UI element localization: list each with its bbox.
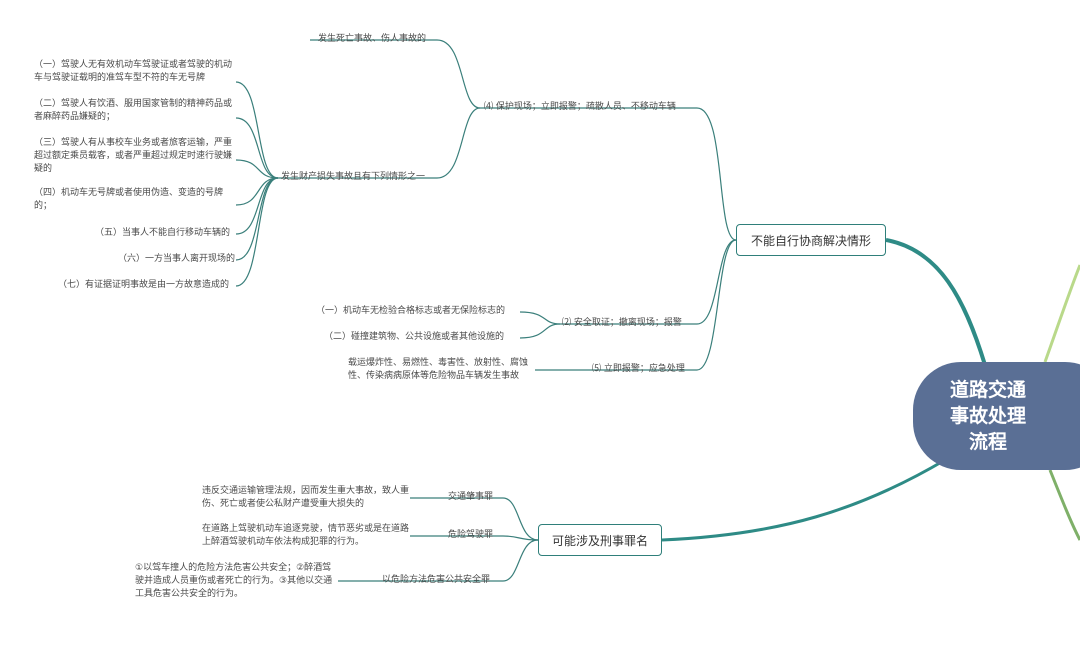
evidence-case-2[interactable]: （二）碰撞建筑物、公共设施或者其他设施的 — [324, 332, 505, 342]
node-property-loss[interactable]: 发生财产损失事故且有下列情形之一 — [281, 172, 426, 182]
condition-4[interactable]: （四）机动车无号牌或者使用伪造、变造的号牌的； — [34, 188, 224, 211]
emergency-case[interactable]: 载运爆炸性、易燃性、毒害性、放射性、腐蚀性、传染病病原体等危险物品车辆发生事故 — [348, 358, 529, 381]
root-title: 道路交通 事故处理 流程 — [949, 379, 1026, 453]
branch-criminal-charges-label: 可能涉及刑事罪名 — [551, 533, 648, 548]
condition-5[interactable]: （五）当事人不能自行移动车辆的 — [95, 228, 231, 238]
root-topic[interactable]: 道路交通 事故处理 流程 — [913, 362, 1080, 470]
charge-public-safety[interactable]: 以危险方法危害公共安全罪 — [382, 575, 491, 585]
node-protect-scene[interactable]: ⑷ 保护现场；立即报警；疏散人员、不移动车辆 — [484, 102, 676, 112]
charge-dangerous-driving-desc[interactable]: 在道路上驾驶机动车追逐竞驶，情节恶劣或是在道路上醉酒驾驶机动车依法构成犯罪的行为… — [202, 524, 410, 547]
condition-7[interactable]: （七）有证据证明事故是由一方故意造成的 — [58, 280, 230, 290]
charge-traffic-accident-desc[interactable]: 违反交通运输管理法规，因而发生重大事故，致人重伤、死亡或者使公私财产遭受重大损失… — [202, 486, 410, 509]
node-safe-evidence[interactable]: ⑵ 安全取证；撤离现场；报警 — [562, 318, 682, 328]
condition-2[interactable]: （二）驾驶人有饮酒、服用国家管制的精神药品或者麻醉药品嫌疑的； — [34, 99, 233, 122]
evidence-case-1[interactable]: （一）机动车无检验合格标志或者无保险标志的 — [316, 306, 506, 316]
condition-6[interactable]: （六）一方当事人离开现场的 — [118, 254, 236, 264]
charge-traffic-accident[interactable]: 交通肇事罪 — [448, 492, 494, 502]
branch-cannot-negotiate[interactable]: 不能自行协商解决情形 — [736, 224, 886, 256]
condition-1[interactable]: （一）驾驶人无有效机动车驾驶证或者驾驶的机动车与驾驶证载明的准驾车型不符的车无号… — [34, 60, 233, 83]
node-death-injury[interactable]: 发生死亡事故、伤人事故的 — [318, 34, 427, 44]
branch-cannot-negotiate-label: 不能自行协商解决情形 — [750, 233, 871, 248]
branch-criminal-charges[interactable]: 可能涉及刑事罪名 — [538, 524, 662, 556]
charge-public-safety-desc[interactable]: ①以驾车撞人的危险方法危害公共安全；②醉酒驾驶并造成人员重伤或者死亡的行为。③其… — [135, 563, 333, 599]
charge-dangerous-driving[interactable]: 危险驾驶罪 — [448, 530, 494, 540]
condition-3[interactable]: （三）驾驶人有从事校车业务或者旅客运输，严重超过额定乘员载客，或者严重超过规定时… — [34, 138, 233, 174]
node-emergency[interactable]: ⑸ 立即报警；应急处理 — [592, 364, 685, 374]
